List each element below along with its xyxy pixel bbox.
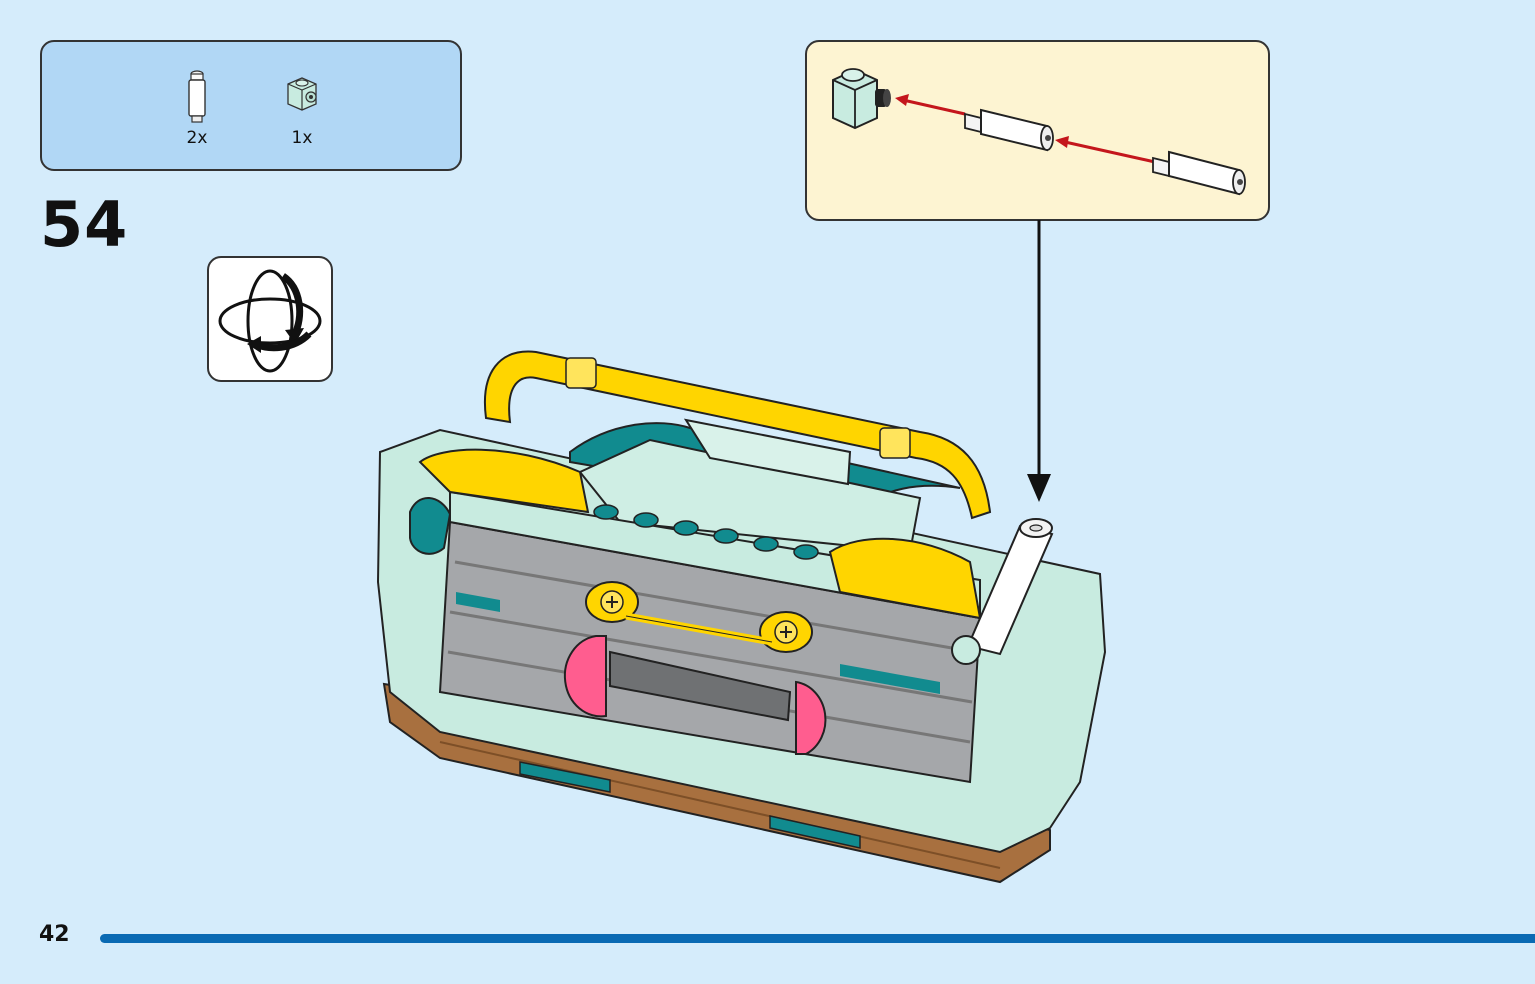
step-number: 54 bbox=[40, 188, 129, 261]
yellow-knob bbox=[585, 581, 639, 623]
subassembly-callout bbox=[805, 40, 1270, 221]
part-count: 2x bbox=[186, 128, 208, 148]
page-number: 42 bbox=[39, 922, 70, 947]
parts-list-box: 2x 1x bbox=[40, 40, 462, 171]
callout-pointer-arrow bbox=[1027, 220, 1051, 502]
rotate-model-icon bbox=[218, 269, 322, 373]
white-bar-on-model bbox=[951, 518, 1054, 665]
white-bar-part-icon bbox=[188, 70, 206, 123]
part-count: 1x bbox=[291, 128, 313, 148]
model-illustration bbox=[360, 222, 1120, 906]
parts-list-item: 1x bbox=[282, 66, 322, 148]
parts-list-item: 2x bbox=[182, 66, 212, 148]
rotate-model-box bbox=[207, 256, 333, 382]
subassembly-diagram bbox=[832, 68, 1246, 196]
brick-side-stud-part-icon bbox=[287, 77, 317, 111]
boombox-model bbox=[376, 350, 1107, 884]
white-bar-icon bbox=[1152, 150, 1246, 196]
brick-side-stud-icon bbox=[832, 68, 891, 130]
white-bar-icon bbox=[964, 108, 1054, 152]
yellow-knob bbox=[759, 611, 813, 653]
page-progress-bar bbox=[100, 934, 1535, 943]
